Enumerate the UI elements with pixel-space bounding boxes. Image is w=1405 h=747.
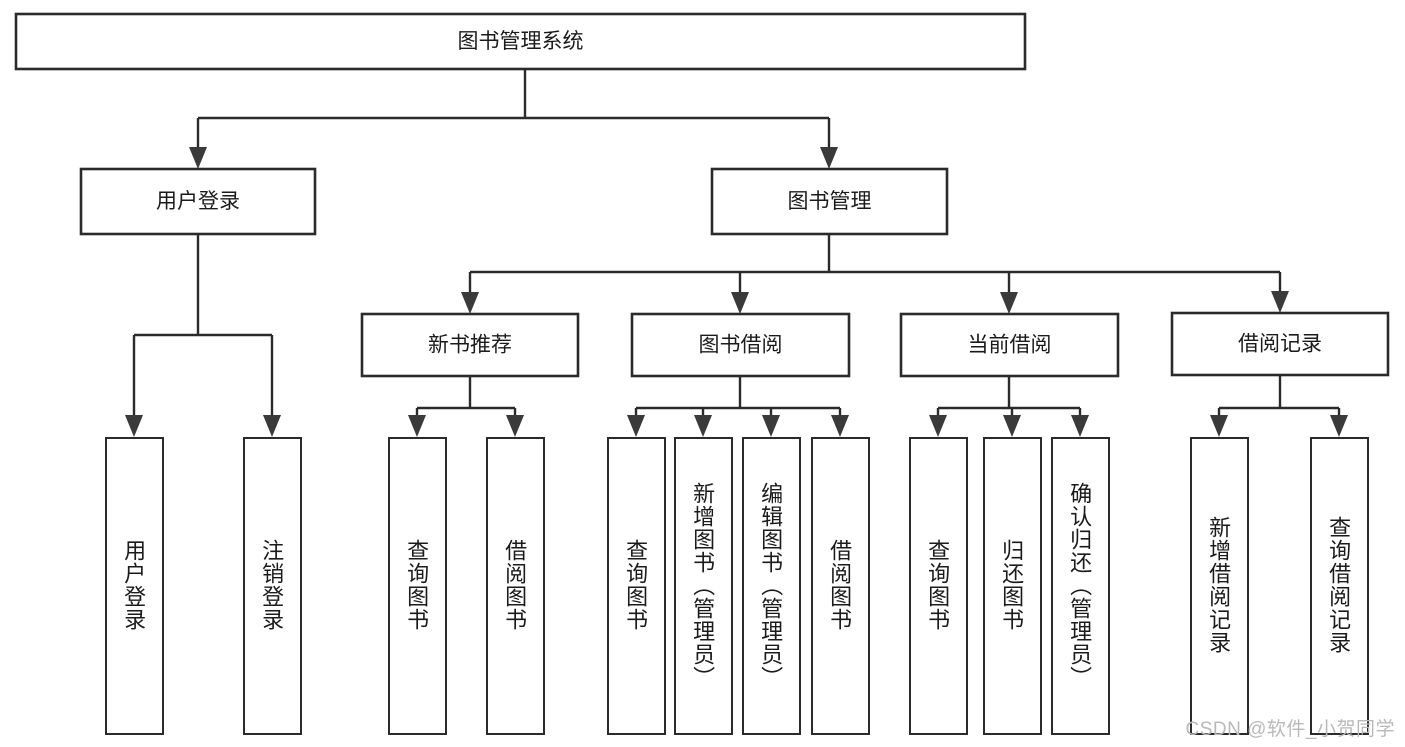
level2-node-2-box [710,167,949,236]
leaf-node-label: 查询借阅记录 [1326,516,1352,654]
leaf-node-label: 编辑图书（管理员） [758,481,784,689]
leaf-node-2: 注销登录 [243,437,302,735]
leaf-node-1: 用户登录 [105,437,164,735]
arrow-head-icon [731,292,749,314]
arrow-head-icon [125,415,143,437]
arrow-head-icon [831,415,849,437]
leaf-node-label: 借阅图书 [827,539,853,631]
leaf-node-label: 借阅图书 [502,539,528,631]
leaf-node-label: 确认归还（管理员） [1067,481,1093,689]
leaf-node-label: 注销登录 [259,539,285,631]
arrow-head-icon [1003,415,1021,437]
leaf-node-13: 查询借阅记录 [1310,437,1369,735]
arrow-head-icon [1071,415,1089,437]
level3-node-3-label: 当前借阅 [968,334,1052,357]
arrow-head-icon [929,415,947,437]
arrow-head-icon [762,415,780,437]
arrow-head-icon [1210,415,1228,437]
connector-layer [125,69,1348,437]
leaf-node-12: 新增借阅记录 [1190,437,1249,735]
level3-node-1-box [360,312,580,378]
leaf-node-label: 归还图书 [999,539,1025,631]
arrow-head-icon [627,415,645,437]
arrow-head-icon [820,147,838,169]
level3-node-4-label: 借阅记录 [1238,333,1322,356]
arrow-head-icon [1271,291,1289,313]
level3-node-2-box [630,312,851,378]
leaf-node-5: 查询图书 [607,437,666,735]
root-node-label: 图书管理系统 [458,30,584,53]
leaf-node-6: 新增图书（管理员） [674,437,733,735]
leaf-node-8: 借阅图书 [811,437,870,735]
leaf-node-label: 查询图书 [925,539,951,631]
leaf-node-label: 新增借阅记录 [1206,516,1232,654]
level3-node-3-box [899,312,1120,378]
arrow-head-icon [1330,415,1348,437]
arrow-head-icon [461,292,479,314]
box-layer [14,12,1390,378]
arrow-head-icon [408,415,426,437]
arrow-head-icon [506,415,524,437]
leaf-node-3: 查询图书 [388,437,447,735]
level3-node-4-box [1170,311,1390,377]
arrow-head-icon [263,415,281,437]
level2-node-1-box [79,167,317,236]
leaf-node-11: 确认归还（管理员） [1051,437,1110,735]
leaf-node-label: 查询图书 [404,539,430,631]
leaf-node-9: 查询图书 [909,437,968,735]
leaf-node-10: 归还图书 [983,437,1042,735]
root-node-box [14,12,1027,71]
level2-node-2-label: 图书管理 [788,190,872,213]
leaf-node-label: 用户登录 [121,539,147,631]
level3-node-2-label: 图书借阅 [699,334,783,357]
level3-node-1-label: 新书推荐 [428,334,512,357]
leaf-node-4: 借阅图书 [486,437,545,735]
arrow-head-icon [694,415,712,437]
csdn-watermark: CSDN @软件_小贺同学 [1185,719,1395,740]
leaf-node-label: 新增图书（管理员） [690,481,716,689]
leaf-node-label: 查询图书 [623,539,649,631]
arrow-head-icon [1000,292,1018,314]
leaf-node-7: 编辑图书（管理员） [742,437,801,735]
level2-node-1-label: 用户登录 [156,190,240,213]
arrow-head-icon [189,147,207,169]
